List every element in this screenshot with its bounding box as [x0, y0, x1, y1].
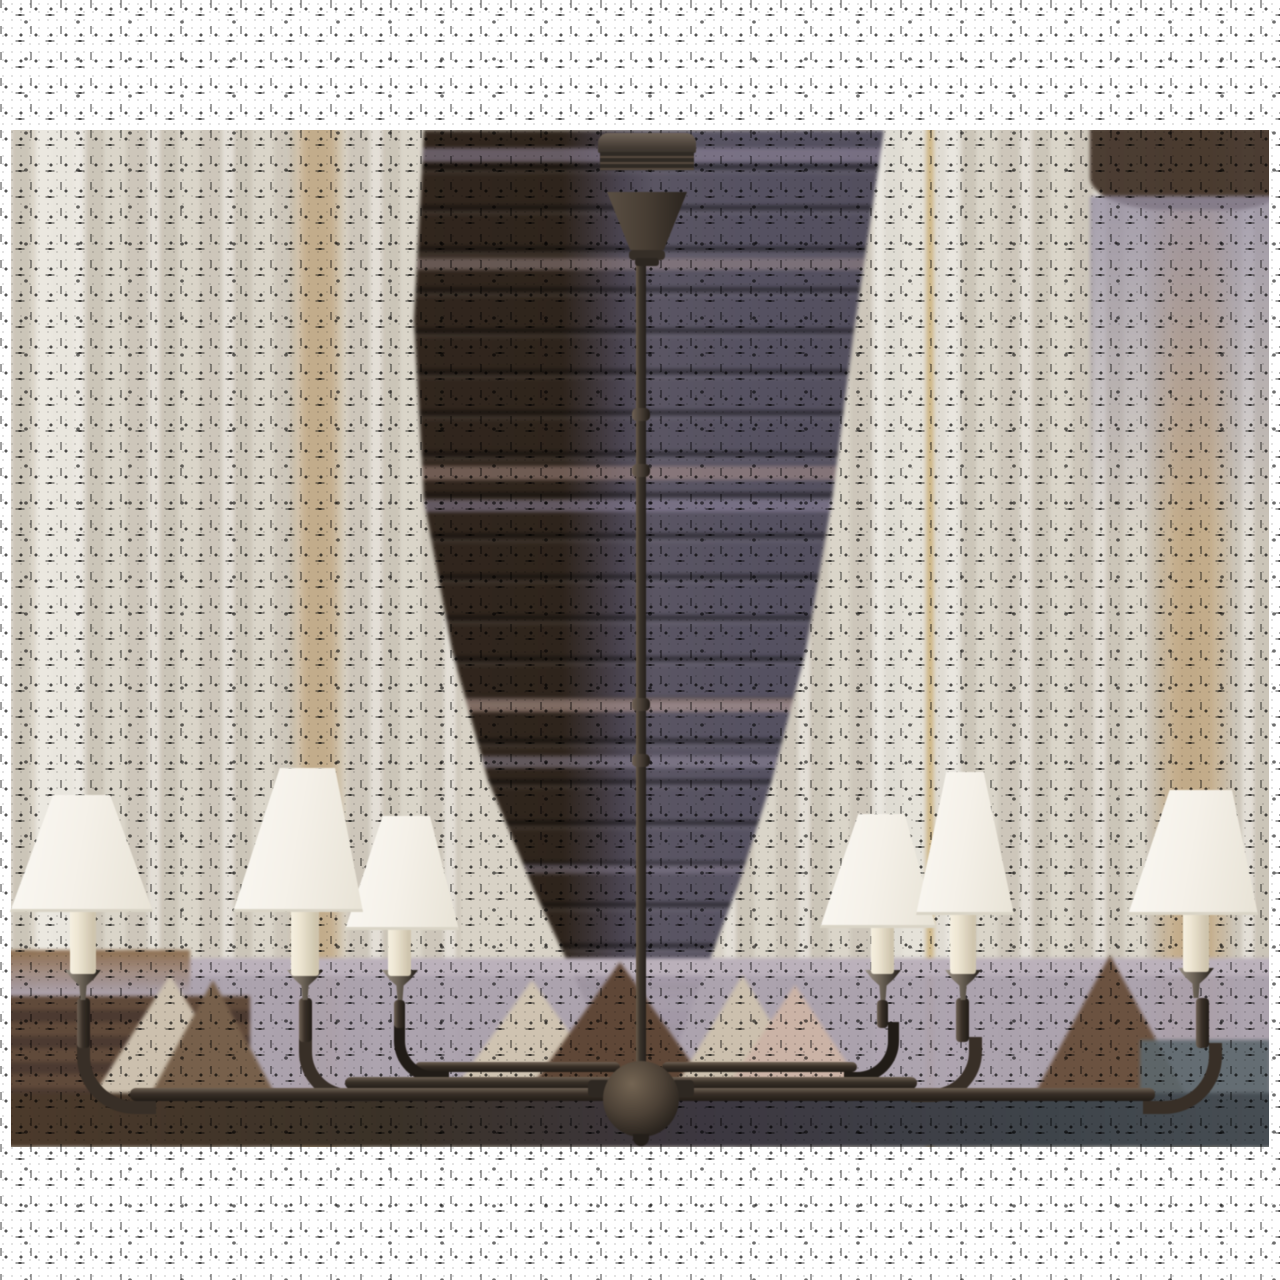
- shade-rim: [10, 909, 153, 912]
- shade-rim: [233, 909, 363, 912]
- arm-curve-rear-left: [394, 1022, 449, 1083]
- arm-bar-rear-right: [662, 1062, 857, 1072]
- canopy-ridge: [600, 152, 694, 170]
- arm-curve-outer-right: [1143, 1043, 1222, 1114]
- shade-rim: [916, 912, 1014, 915]
- stem-collar: [632, 754, 650, 767]
- sphere-finial: [633, 1134, 649, 1146]
- arm-drop-outer-left: [77, 998, 90, 1048]
- candle-rear-left: [388, 924, 411, 976]
- bobeche-outer-left: [65, 970, 101, 1000]
- shade-rim: [1128, 912, 1258, 915]
- shade-outer-right: [1128, 790, 1258, 915]
- candle-mid-right: [950, 906, 976, 974]
- shade-outer-left: [10, 795, 153, 912]
- bobeche-mid-right: [945, 970, 981, 1000]
- arm-drop-mid-right: [956, 998, 969, 1042]
- arm-drop-rear-right: [877, 1000, 888, 1028]
- candle-outer-left: [70, 904, 96, 974]
- center-stem: [636, 262, 646, 1062]
- candle-outer-right: [1183, 910, 1209, 972]
- arm-bar-outer-right: [665, 1088, 1155, 1101]
- shade-rim: [345, 927, 459, 930]
- arm-bar-outer-left: [130, 1088, 618, 1101]
- canopy-bell: [607, 192, 687, 250]
- shade-rear-left: [345, 816, 459, 930]
- canopy-band: [604, 170, 690, 192]
- arm-curve-outer-left: [77, 1043, 156, 1114]
- canopy-flange: [635, 258, 659, 266]
- shade-mid-left: [233, 768, 363, 912]
- stem-collar: [632, 464, 650, 477]
- bobeche-outer-right: [1178, 968, 1214, 998]
- arm-drop-rear-left: [394, 1000, 405, 1028]
- arm-drop-mid-left: [299, 998, 312, 1042]
- bobeche-rear-right: [865, 970, 901, 1000]
- stem-collar: [632, 408, 650, 421]
- shade-mid-right: [916, 772, 1014, 915]
- canopy-cap: [598, 133, 696, 153]
- stem-collar: [632, 698, 650, 711]
- arm-curve-rear-right: [844, 1022, 899, 1083]
- shade-rim: [820, 925, 936, 928]
- candle-rear-right: [871, 922, 894, 974]
- arm-drop-outer-right: [1196, 998, 1209, 1048]
- center-sphere: [603, 1061, 679, 1137]
